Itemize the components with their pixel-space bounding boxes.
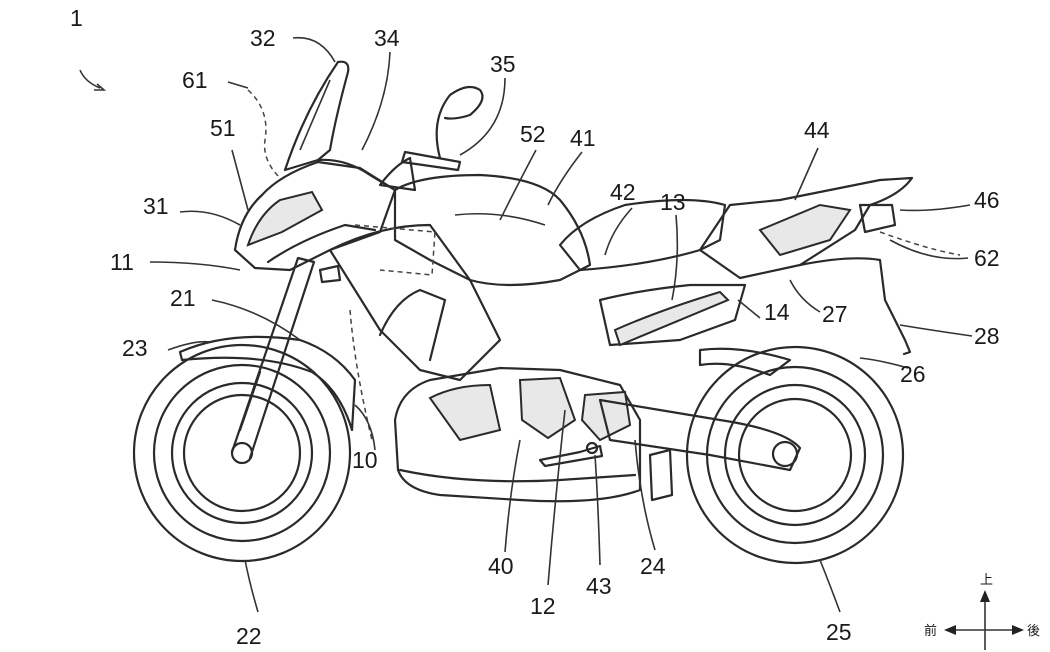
label-10: 10	[352, 447, 378, 473]
front-fender	[178, 335, 357, 432]
handlebar-mirror	[378, 85, 484, 192]
label-61: 61	[182, 67, 208, 93]
label-13: 13	[660, 189, 686, 215]
rear-fender	[698, 257, 912, 377]
rear-wheel	[685, 345, 905, 565]
label-14: 14	[764, 299, 790, 325]
label-62: 62	[974, 245, 1000, 271]
rear-cowl	[598, 176, 914, 347]
label-23: 23	[122, 335, 148, 361]
fuel-tank	[393, 173, 592, 287]
direction-rear-label: 後	[1027, 624, 1040, 639]
direction-up-label: 上	[980, 573, 993, 588]
reference-labels: 1 32 34 35 61 51 52 41 44 42 13 46 31 62…	[70, 5, 1000, 649]
label-27: 27	[822, 301, 848, 327]
label-21: 21	[170, 285, 196, 311]
label-32: 32	[250, 25, 276, 51]
seat	[558, 198, 727, 272]
label-11: 11	[110, 249, 134, 275]
label-31: 31	[143, 193, 169, 219]
footrest	[538, 441, 604, 468]
direction-indicator: 上 前 後	[924, 573, 1040, 650]
swingarm	[598, 398, 802, 472]
leader-lines	[79, 36, 973, 613]
label-51: 51	[210, 115, 236, 141]
label-24: 24	[640, 553, 666, 579]
label-46: 46	[974, 187, 1000, 213]
label-35: 35	[490, 51, 516, 77]
label-52: 52	[520, 121, 546, 147]
label-44: 44	[804, 117, 830, 143]
front-fork	[230, 256, 316, 460]
label-25: 25	[826, 619, 852, 645]
label-28: 28	[974, 323, 1000, 349]
hidden-lines	[247, 89, 961, 441]
label-43: 43	[586, 573, 612, 599]
label-12: 12	[530, 593, 556, 619]
engine	[393, 366, 674, 503]
label-22: 22	[236, 623, 262, 649]
front-cowl	[233, 158, 397, 272]
front-wheel	[132, 343, 352, 563]
label-40: 40	[488, 553, 514, 579]
label-34: 34	[374, 25, 400, 51]
direction-front-label: 前	[924, 623, 937, 639]
label-26: 26	[900, 361, 926, 387]
label-41: 41	[570, 125, 596, 151]
label-1: 1	[70, 5, 83, 31]
label-42: 42	[610, 179, 636, 205]
windshield	[283, 60, 350, 172]
